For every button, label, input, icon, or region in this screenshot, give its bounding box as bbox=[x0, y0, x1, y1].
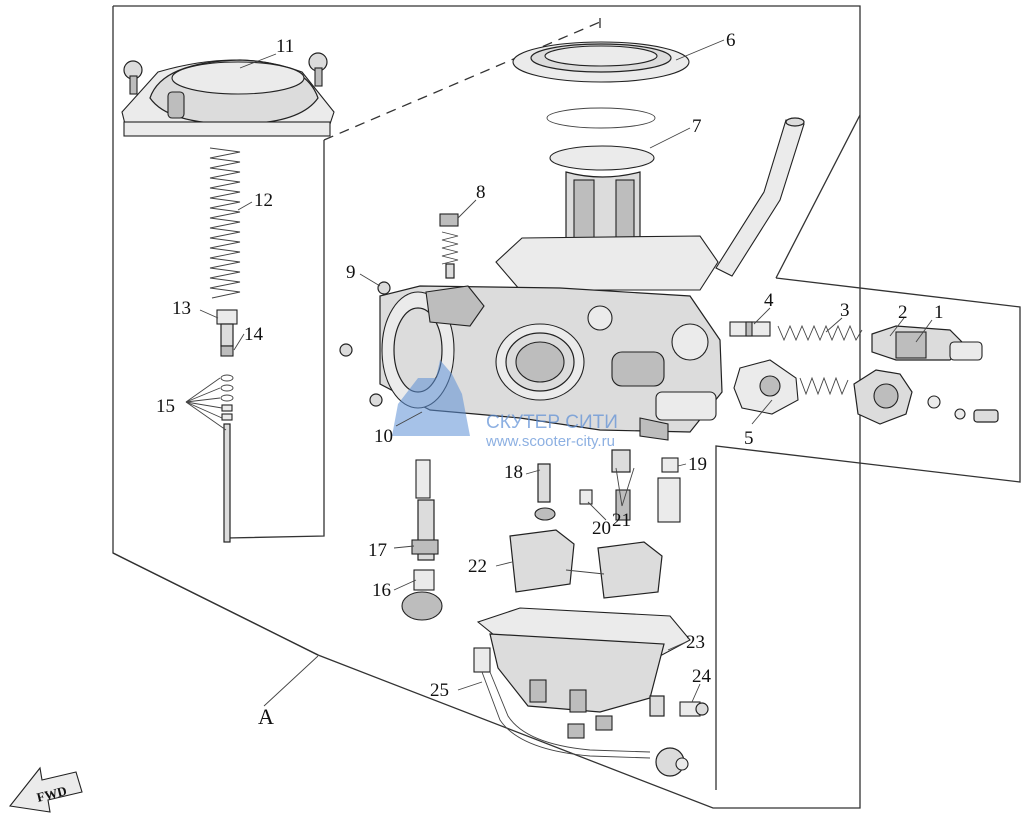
callout-22: 22 bbox=[468, 556, 487, 577]
callout-18: 18 bbox=[504, 462, 523, 483]
drain-hose bbox=[473, 647, 689, 777]
callout-12: 12 bbox=[254, 190, 273, 211]
leader-lines bbox=[185, 39, 933, 707]
needle-assembly bbox=[216, 309, 238, 543]
callout-4: 4 bbox=[764, 290, 774, 311]
callout-7: 7 bbox=[692, 116, 702, 137]
callout-19: 19 bbox=[688, 454, 707, 475]
callout-6: 6 bbox=[726, 30, 736, 51]
carburetor-body bbox=[379, 235, 723, 441]
throttle-stop-screw bbox=[439, 213, 459, 279]
callout-8: 8 bbox=[476, 182, 486, 203]
fwd-arrow: FWD bbox=[8, 766, 83, 813]
float bbox=[509, 529, 663, 599]
vacuum-piston bbox=[549, 145, 655, 257]
watermark-url: www.scooter-city.ru bbox=[485, 433, 615, 450]
callout-1: 1 bbox=[934, 302, 944, 323]
callout-10: 10 bbox=[374, 426, 393, 447]
callout-15: 15 bbox=[156, 396, 175, 417]
callout-2: 2 bbox=[898, 302, 908, 323]
vacuum-chamber-cover bbox=[121, 52, 335, 137]
diaphragm-spring bbox=[209, 147, 241, 299]
callout-14: 14 bbox=[244, 324, 264, 345]
body-screws bbox=[339, 281, 391, 407]
fuel-hose bbox=[715, 117, 805, 277]
float-bowl bbox=[476, 607, 691, 739]
watermark: СКУТЕР СИТИ www.scooter-city.ru bbox=[392, 360, 618, 450]
callout-25: 25 bbox=[430, 680, 449, 701]
float-bowl-screw bbox=[649, 695, 709, 717]
panel-outlines bbox=[112, 5, 1021, 809]
section-label-a: A bbox=[258, 704, 274, 729]
callouts: 1 2 3 4 5 6 7 8 9 10 11 12 13 14 15 16 1… bbox=[156, 30, 944, 729]
callout-3: 3 bbox=[840, 300, 850, 321]
callout-17: 17 bbox=[368, 540, 387, 561]
callout-21: 21 bbox=[612, 510, 631, 531]
watermark-brand: СКУТЕР СИТИ bbox=[486, 412, 618, 433]
callout-9: 9 bbox=[346, 262, 356, 283]
fwd-label: FWD bbox=[35, 783, 68, 805]
callout-23: 23 bbox=[686, 632, 705, 653]
jets bbox=[401, 449, 681, 621]
enrichener-assembly bbox=[729, 321, 999, 425]
callout-24: 24 bbox=[692, 666, 712, 687]
callout-13: 13 bbox=[172, 298, 191, 319]
callout-11: 11 bbox=[276, 36, 294, 57]
callout-5: 5 bbox=[744, 428, 754, 449]
callout-20: 20 bbox=[592, 518, 611, 539]
callout-16: 16 bbox=[372, 580, 391, 601]
diaphragm bbox=[512, 41, 690, 129]
